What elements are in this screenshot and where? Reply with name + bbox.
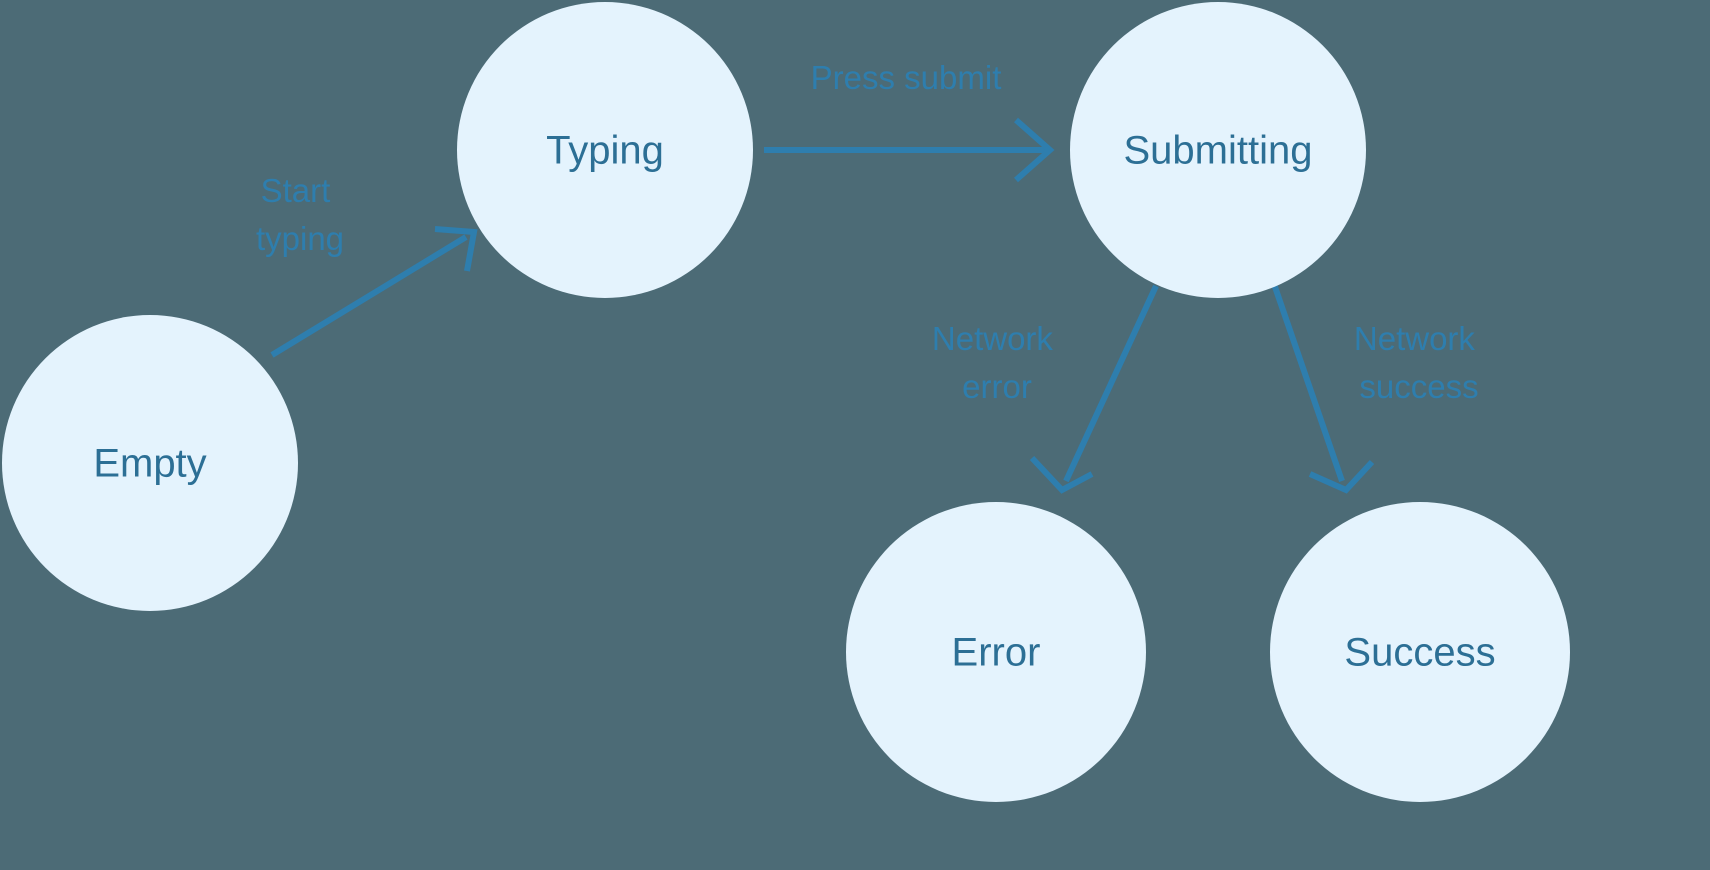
edge-label-empty-to-typing: Start typing [256,172,344,257]
edge-label-line: Network [932,320,1054,357]
state-node-error[interactable]: Error [846,502,1146,802]
state-node-empty-circle[interactable] [2,315,298,611]
state-node-error-label: Error [952,631,1041,675]
arrowhead-typing-to-submitting [1014,117,1055,183]
state-node-empty[interactable]: Empty [2,315,298,611]
edge-label-line: Start [261,172,331,209]
edge-label-typing-to-submitting: Press submit [811,59,1002,96]
arrowhead-submitting-to-success [1308,459,1375,494]
edge-label-line: typing [256,220,344,257]
edge-line-submitting-to-error [1063,284,1159,483]
state-node-success-circle[interactable] [1270,502,1570,802]
edge-label-submitting-to-error: Network error [932,320,1062,405]
edge-label-line: success [1359,368,1478,405]
state-node-error-circle[interactable] [846,502,1146,802]
edge-label-submitting-to-success: Network success [1354,320,1484,405]
edge-typing-to-submitting: Press submit [764,59,1055,183]
edge-line-submitting-to-success [1271,283,1345,482]
edge-submitting-to-success: Network success [1271,283,1484,494]
state-node-typing-circle[interactable] [457,2,753,298]
state-node-submitting[interactable]: Submitting [1070,2,1366,298]
state-node-empty-label: Empty [93,442,206,486]
state-node-submitting-label: Submitting [1124,129,1313,173]
arrowhead-empty-to-typing [434,226,478,272]
edge-empty-to-typing: Start typing [256,172,478,358]
arrowhead-submitting-to-error [1029,455,1094,494]
edge-label-line: error [962,368,1032,405]
state-node-success-label: Success [1344,631,1495,675]
state-node-typing[interactable]: Typing [457,2,753,298]
edge-label-line: Network [1354,320,1476,357]
edge-label-line: Press submit [811,59,1002,96]
state-node-success[interactable]: Success [1270,502,1570,802]
edge-line-empty-to-typing [270,234,468,358]
edge-submitting-to-error: Network error [932,284,1159,494]
state-node-submitting-circle[interactable] [1070,2,1366,298]
state-node-typing-label: Typing [546,129,664,173]
